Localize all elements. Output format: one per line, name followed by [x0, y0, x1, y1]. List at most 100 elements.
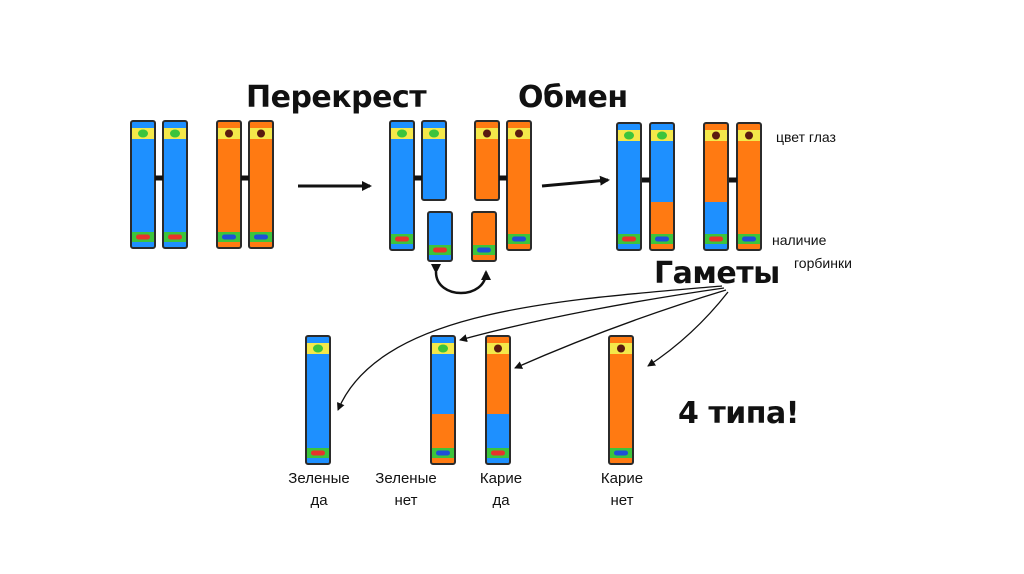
gamete-label-4-line1: Карие — [600, 470, 644, 487]
arrow-gamete-4 — [647, 291, 729, 367]
hump-absent-allele — [614, 450, 628, 456]
hump-absent-allele — [742, 236, 756, 242]
hump-present-allele — [491, 450, 505, 456]
centromere — [155, 175, 163, 181]
chromatid-outline — [506, 120, 532, 251]
hump-present-allele — [395, 236, 409, 242]
exchange-orange-chromatid-2 — [736, 122, 762, 251]
stage-exchange — [616, 122, 762, 251]
arrow-gamete-3 — [514, 289, 727, 369]
gamete-label-1-line1: Зеленые — [288, 470, 350, 487]
gamete-label-2-line1: Зеленые — [375, 470, 437, 487]
chromatid-outline — [474, 120, 500, 201]
chromatid-upper-segment — [163, 121, 187, 248]
chromatid-outline — [616, 122, 642, 251]
brown-eye-allele — [745, 131, 753, 140]
crossing-blue-chromatid-1 — [389, 120, 415, 251]
centromere — [499, 175, 507, 181]
brown-eye-allele — [617, 344, 625, 353]
chromatid-upper-segment — [737, 123, 761, 250]
crossing-orange-chromatid-1-lower — [471, 211, 497, 262]
hump-present-allele — [622, 236, 636, 242]
chromatid-outline — [703, 122, 729, 251]
chromatid-outline — [608, 335, 634, 465]
arrow-gamete-2 — [459, 287, 725, 343]
brown-eye-allele — [494, 344, 502, 353]
gamete-label-1-line2: да — [310, 492, 328, 509]
hump-present-allele — [136, 234, 150, 240]
hump-absent-allele — [254, 234, 268, 240]
hump-absent-allele — [222, 234, 236, 240]
chromatid-outline — [471, 211, 497, 262]
chromatid-outline — [427, 211, 453, 262]
stage-original — [130, 120, 274, 249]
green-eye-allele — [624, 131, 634, 140]
gamete-label-4-line2: нет — [610, 492, 634, 509]
crossing-blue-chromatid-2-lower — [427, 211, 453, 262]
hump-present-allele — [168, 234, 182, 240]
exchange-recombinant-chromatid-2 — [703, 122, 729, 251]
chromatid-upper-segment — [249, 121, 273, 248]
chromatid-outline — [216, 120, 242, 249]
centromere — [729, 177, 737, 183]
green-eye-allele — [138, 129, 148, 138]
chromatid-upper-segment — [609, 336, 633, 464]
centromere — [241, 175, 249, 181]
exchange-recombinant-chromatid-1 — [649, 122, 675, 251]
exchange-blue-chromatid-1 — [616, 122, 642, 251]
chromatid-outline — [736, 122, 762, 251]
orange-chromatid-1 — [216, 120, 242, 249]
arrow-to-exchange — [541, 175, 610, 188]
chromatid-outline — [130, 120, 156, 249]
types-count: 4 типа! — [678, 396, 799, 431]
gamete-label-1: Зеленые да — [274, 468, 364, 512]
trait-hump-line2: горбинки — [794, 255, 852, 271]
green-eye-allele — [429, 129, 439, 138]
chromatid-upper-segment — [306, 336, 330, 464]
blue-chromatid-1 — [130, 120, 156, 249]
chromatid-outline — [305, 335, 331, 465]
gamete-2-chromosome — [430, 335, 456, 465]
chromatid-outline — [162, 120, 188, 249]
brown-eye-allele — [483, 129, 491, 138]
gamete-3-chromosome — [485, 335, 511, 465]
chromatid-upper-segment — [390, 121, 414, 250]
hump-absent-allele — [512, 236, 526, 242]
brown-eye-allele — [225, 129, 233, 138]
chromatid-outline — [421, 120, 447, 201]
trait-eye-color: цвет глаз — [776, 129, 836, 145]
gamete-label-3-line2: да — [492, 492, 510, 509]
exchange-heading: Обмен — [518, 80, 628, 115]
hump-absent-allele — [477, 247, 491, 253]
chromatid-outline — [430, 335, 456, 465]
chromatid-outline — [485, 335, 511, 465]
gamete-4-chromosome — [608, 335, 634, 465]
gametes-heading: Гаметы — [654, 256, 780, 291]
green-eye-allele — [438, 344, 448, 353]
gamete-label-3-line1: Карие — [479, 470, 523, 487]
chromatid-outline — [248, 120, 274, 249]
chromatid-upper-segment — [617, 123, 641, 250]
chromatid-outline — [649, 122, 675, 251]
hump-absent-allele — [436, 450, 450, 456]
chromatid-outline — [389, 120, 415, 251]
hump-absent-allele — [655, 236, 669, 242]
brown-eye-allele — [712, 131, 720, 140]
centromere — [642, 177, 650, 183]
gamete-label-2-line2: нет — [394, 492, 418, 509]
crossing-orange-chromatid-2 — [506, 120, 532, 251]
stage-crossing — [389, 120, 532, 262]
green-eye-allele — [313, 344, 323, 353]
crossing-heading: Перекрест — [246, 80, 427, 115]
hump-present-allele — [709, 236, 723, 242]
gamete-label-3: Карие да — [456, 468, 546, 512]
gamete-1-chromosome — [305, 335, 331, 465]
orange-chromosome-pair — [216, 120, 274, 249]
arrow-gamete-1 — [337, 285, 723, 411]
chromatid-upper-segment — [131, 121, 155, 248]
blue-chromatid-2 — [162, 120, 188, 249]
gamete-label-2: Зеленые нет — [361, 468, 451, 512]
crossing-orange-chromatid-1-upper — [474, 120, 500, 201]
arrows — [298, 175, 729, 411]
